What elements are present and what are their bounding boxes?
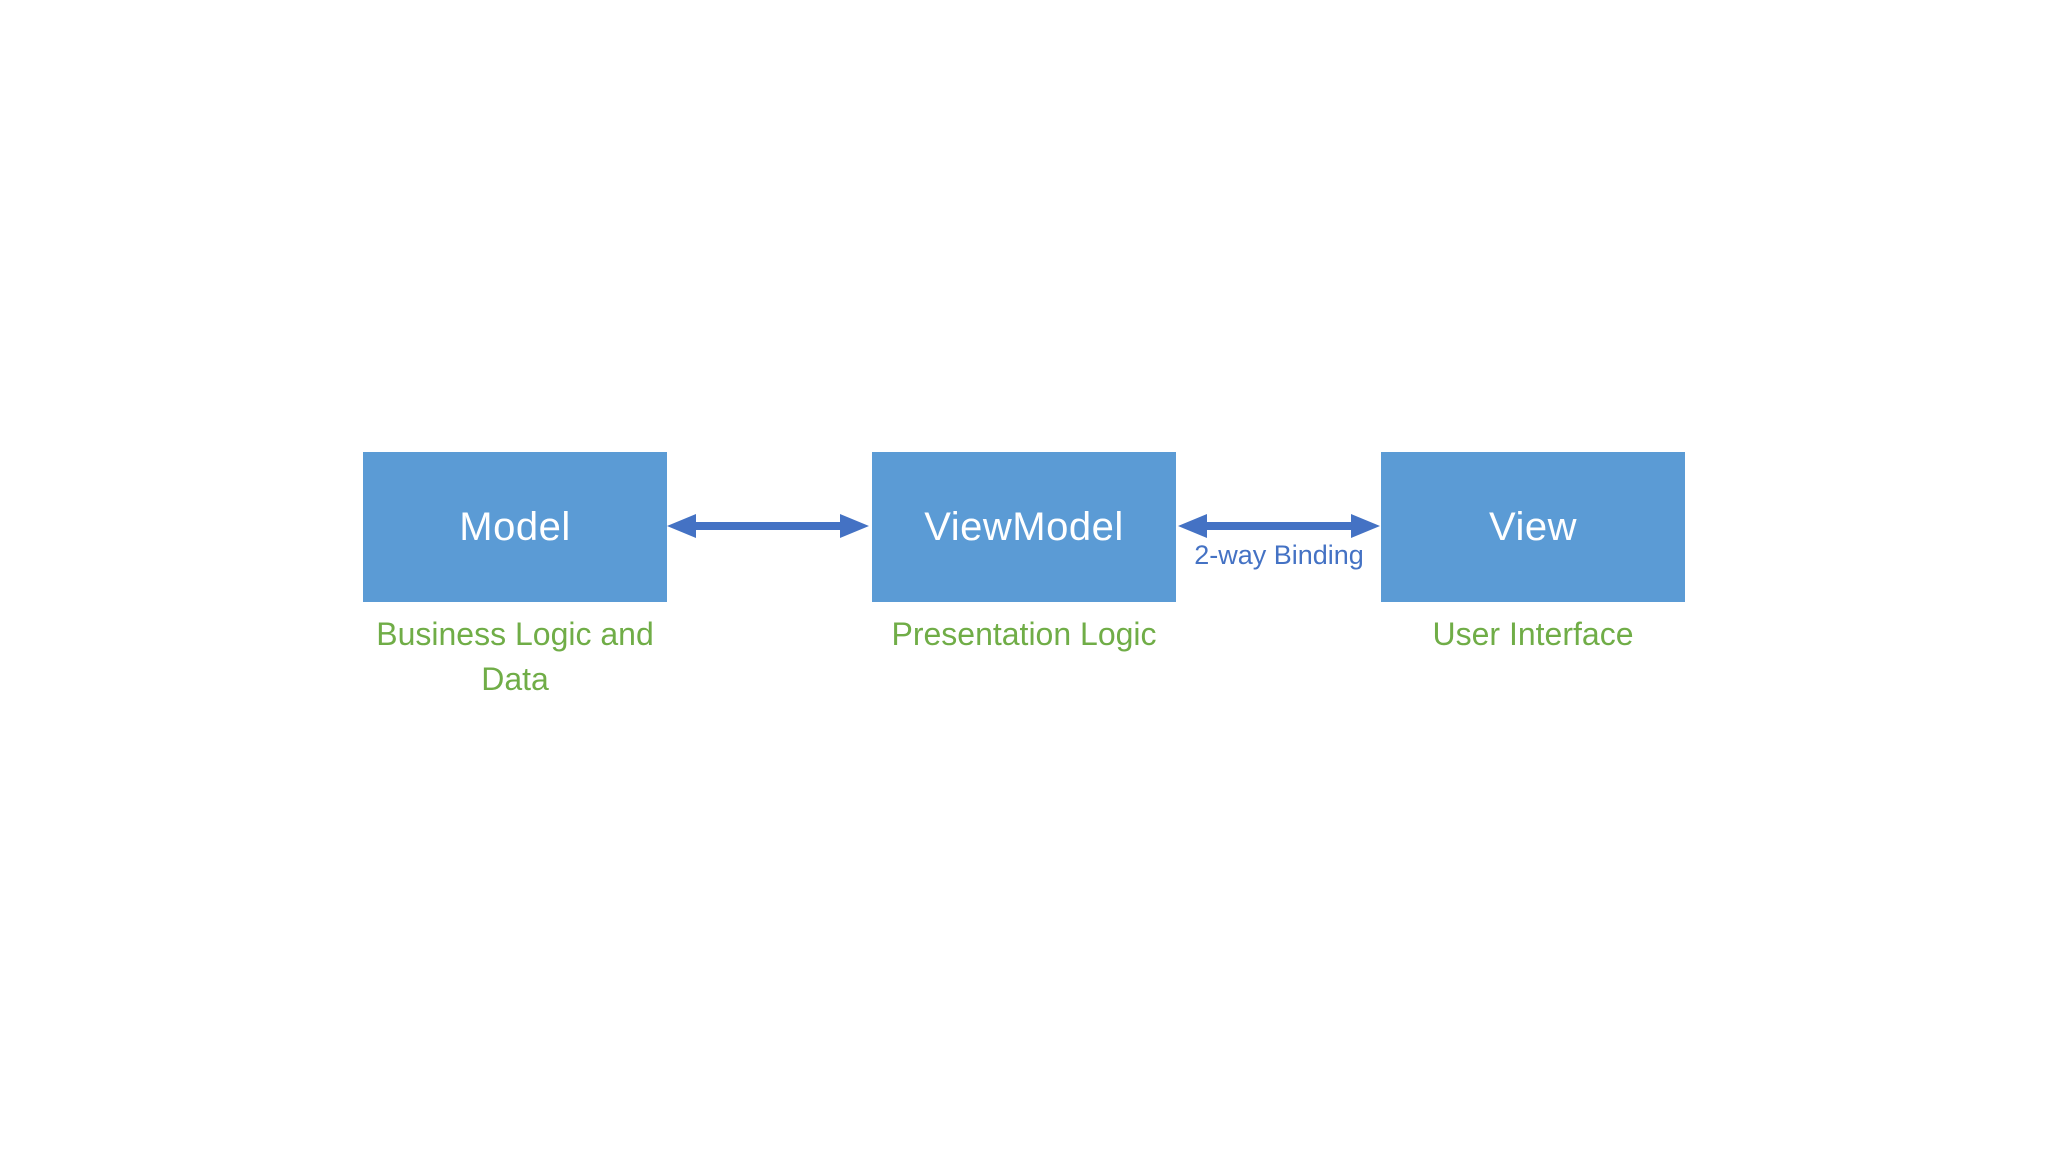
view-caption: User Interface [1432,616,1634,652]
viewmodel-box: ViewModel [872,452,1176,602]
model-caption: Business Logic and Data [376,616,654,697]
model-box-title: Model [459,504,571,549]
model-box: Model [363,452,667,602]
viewmodel-caption: Presentation Logic [891,616,1157,652]
viewmodel-view-arrow-icon [1178,514,1380,538]
view-box-title: View [1489,504,1577,549]
viewmodel-box-title: ViewModel [924,504,1124,549]
two-way-binding-label: 2-way Binding [1194,540,1364,570]
model-viewmodel-arrow-icon [667,514,869,538]
view-box: View [1381,452,1685,602]
